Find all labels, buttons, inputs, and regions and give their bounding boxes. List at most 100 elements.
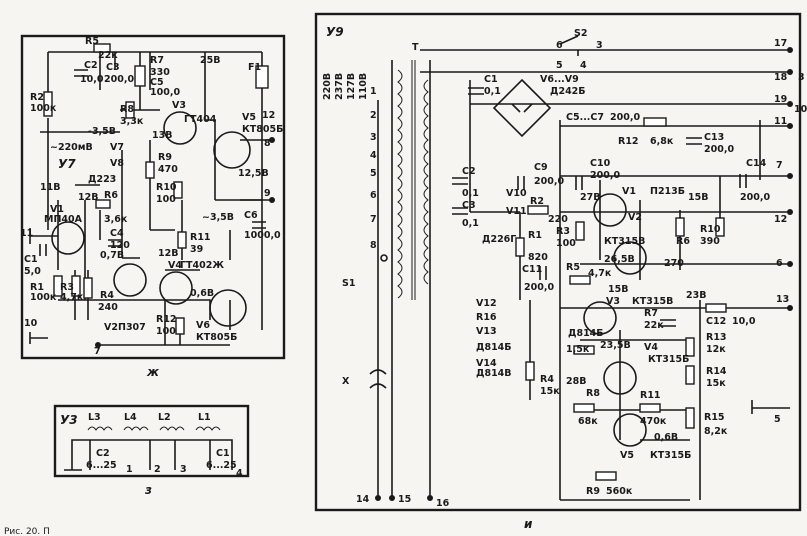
svg-text:1000,0: 1000,0 <box>244 230 281 241</box>
panel-z-caption: з <box>144 483 152 497</box>
panel-zh-title: У7 <box>58 157 76 171</box>
svg-text:6...25: 6...25 <box>206 460 237 471</box>
transistor-v5 <box>213 131 251 169</box>
svg-text:C2: C2 <box>462 166 476 177</box>
connector-x <box>369 369 387 389</box>
svg-text:V3: V3 <box>172 100 186 111</box>
svg-text:C2: C2 <box>96 448 110 459</box>
svg-text:0,6В: 0,6В <box>190 288 214 299</box>
svg-text:11В: 11В <box>40 182 60 193</box>
svg-text:100: 100 <box>156 194 176 205</box>
svg-text:8: 8 <box>370 240 377 251</box>
svg-text:26,5В: 26,5В <box>604 254 635 265</box>
svg-text:39: 39 <box>190 244 203 255</box>
svg-text:10,0: 10,0 <box>732 316 756 327</box>
svg-text:R6: R6 <box>104 190 118 201</box>
svg-text:~3,5В: ~3,5В <box>202 212 234 223</box>
capacitor-c1 <box>39 244 47 256</box>
resistor-r11 <box>177 231 187 249</box>
svg-text:15: 15 <box>398 494 411 505</box>
resistor-r4 <box>525 361 535 381</box>
svg-text:R4: R4 <box>100 290 114 301</box>
svg-text:237В: 237В <box>334 73 345 100</box>
svg-text:1: 1 <box>370 86 377 97</box>
svg-text:8: 8 <box>264 138 271 149</box>
svg-text:14: 14 <box>356 494 370 505</box>
svg-text:R2: R2 <box>530 196 544 207</box>
svg-text:0,1: 0,1 <box>484 86 501 97</box>
svg-text:C12: C12 <box>706 316 726 327</box>
svg-text:V2: V2 <box>628 212 642 223</box>
svg-text:X: X <box>342 376 350 387</box>
svg-text:R7: R7 <box>150 55 164 66</box>
svg-text:V1: V1 <box>50 204 64 215</box>
capacitor-c11 <box>539 266 547 280</box>
resistor-r6 <box>675 217 685 237</box>
resistor-r8 <box>573 403 595 413</box>
svg-text:560к: 560к <box>606 486 633 497</box>
svg-text:R1: R1 <box>30 282 44 293</box>
svg-text:ГТ404: ГТ404 <box>184 114 217 125</box>
svg-text:S2: S2 <box>574 28 587 39</box>
svg-text:C9: C9 <box>534 162 548 173</box>
svg-text:КТ315В: КТ315В <box>604 236 645 247</box>
svg-text:V14: V14 <box>476 358 497 369</box>
transformer-primary <box>397 69 403 299</box>
svg-text:100к: 100к <box>30 292 57 303</box>
resistor-r12 <box>643 117 667 127</box>
svg-text:L3: L3 <box>88 412 101 423</box>
svg-text:3,6к: 3,6к <box>104 214 128 225</box>
svg-text:R2: R2 <box>30 92 44 103</box>
svg-text:100,0: 100,0 <box>150 87 180 98</box>
fuse-f1 <box>255 65 269 89</box>
svg-text:390: 390 <box>700 236 720 247</box>
svg-text:T: T <box>412 42 419 53</box>
panel-z: У3 з L3 L4 L2 L1 C2 6...25 C1 6...25 1 2… <box>53 404 250 497</box>
capacitor-c10 <box>575 176 583 190</box>
capacitor-c9 <box>517 176 525 190</box>
panel-zh-labels: R5 22к C2 10,0 C3 200,0 R7 330 C5 100,0 … <box>20 36 283 357</box>
svg-text:V5: V5 <box>620 450 634 461</box>
resistor-r1 <box>53 275 63 297</box>
resistor-r6 <box>95 199 111 209</box>
svg-text:4: 4 <box>236 468 243 479</box>
svg-text:V8: V8 <box>110 158 124 169</box>
svg-text:КТ315Б: КТ315Б <box>650 450 691 461</box>
svg-text:R9: R9 <box>586 486 600 497</box>
transistor-v3 <box>583 301 617 335</box>
svg-text:R3: R3 <box>556 226 570 237</box>
svg-text:3: 3 <box>798 72 805 83</box>
svg-text:КТ315Б: КТ315Б <box>648 354 689 365</box>
svg-text:КТ805Б: КТ805Б <box>196 332 237 343</box>
resistor-r11 <box>639 403 661 413</box>
transistor-v4 <box>159 271 193 305</box>
svg-text:5,0: 5,0 <box>24 266 41 277</box>
inductor-l3 <box>87 426 113 431</box>
svg-text:12В: 12В <box>78 192 98 203</box>
resistor-r2 <box>43 91 53 117</box>
svg-text:0,6В: 0,6В <box>654 432 678 443</box>
svg-text:C1: C1 <box>216 448 230 459</box>
panel-i-title: У9 <box>326 25 344 39</box>
svg-text:R10: R10 <box>700 224 721 235</box>
svg-text:V12: V12 <box>476 298 497 309</box>
transistor-v6 <box>209 289 247 327</box>
svg-text:16: 16 <box>436 498 450 509</box>
svg-text:11: 11 <box>20 228 33 239</box>
svg-text:Д814В: Д814В <box>476 368 512 379</box>
transformer-secondary <box>423 79 429 285</box>
svg-text:П213Б: П213Б <box>650 186 685 197</box>
svg-text:10: 10 <box>24 318 38 329</box>
resistor-r14 <box>685 365 695 385</box>
transistor-v1 <box>593 193 627 227</box>
panel-zh-frame <box>20 34 286 360</box>
svg-text:L2: L2 <box>158 412 171 423</box>
svg-text:4: 4 <box>370 150 377 161</box>
svg-text:12к: 12к <box>706 344 726 355</box>
transistor-v2 <box>613 241 647 275</box>
capacitor-c14 <box>739 174 747 188</box>
resistor-r10 <box>715 217 725 237</box>
panel-zh: У7 ж R5 22к C2 10,0 C3 200,0 R7 330 <box>20 34 286 379</box>
svg-text:S1: S1 <box>342 278 355 289</box>
svg-text:19: 19 <box>774 94 787 105</box>
